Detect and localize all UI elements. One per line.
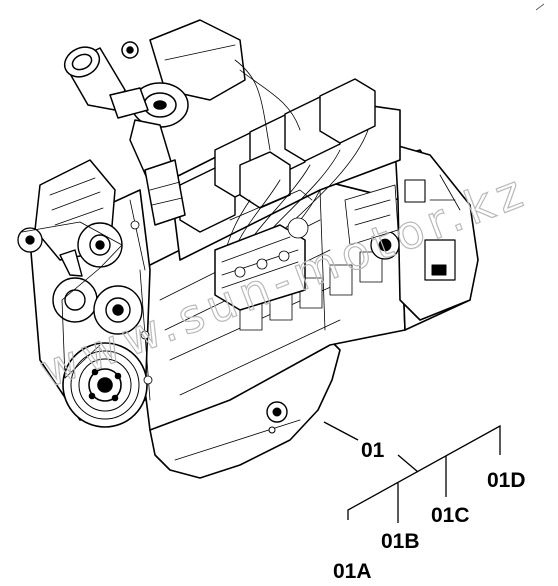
engine-illustration [17,19,479,479]
leader-01 [323,421,359,441]
callout-01b: 01B [381,530,420,553]
callout-01: 01 [361,439,385,462]
pulley-upper [93,285,143,335]
leader-01-to-tree [397,454,419,473]
leader-tree [347,424,501,520]
drive-belt [21,221,123,379]
water-pump-pulley [77,222,123,268]
rocker-covers [179,78,376,233]
callout-01a: 01A [333,560,372,583]
crankshaft-pulley [62,342,148,428]
callout-01c: 01C [431,504,470,527]
oil-pan [149,339,341,479]
callout-01d: 01D [487,469,526,492]
corner-mark [535,3,545,11]
callout-leaders [323,421,501,523]
intake-pipe [63,41,149,119]
turbocharger [129,19,246,226]
